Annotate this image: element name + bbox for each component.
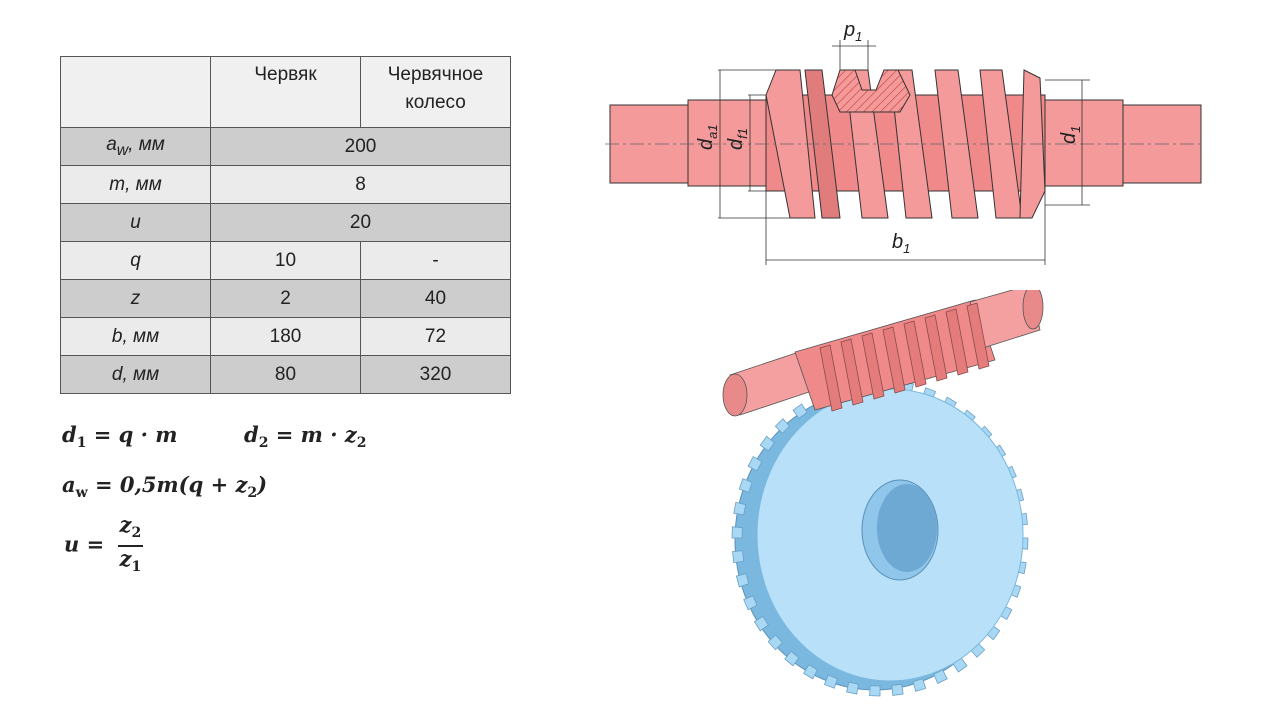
gear-tooth (735, 573, 750, 588)
gear-tooth (743, 595, 758, 611)
param-label: b, мм (60, 317, 211, 356)
label-df1: df1 (725, 128, 750, 150)
table-row-m: m, мм 8 (60, 165, 511, 204)
table-row-b: b, мм 180 72 (60, 317, 511, 356)
gear-tooth (731, 526, 743, 539)
param-label: aw, мм (60, 127, 211, 166)
gear-tooth (912, 678, 927, 692)
worm-thread (966, 302, 990, 370)
param-value: 20 (210, 203, 511, 242)
gear-tooth (774, 418, 791, 434)
gear-tooth (759, 435, 775, 452)
param-value-worm: 80 (210, 355, 361, 394)
gear-tooth (733, 501, 747, 516)
worm-thread (861, 332, 885, 400)
gear-tooth (933, 669, 948, 685)
worm-thread (819, 344, 843, 412)
table-row-q: q 10 - (60, 241, 511, 280)
param-value-worm: 10 (210, 241, 361, 280)
param-label: q (60, 241, 211, 280)
gear-tooth (753, 615, 769, 632)
param-label: z (60, 279, 211, 318)
header-cell-wheel: Червячное колесо (360, 56, 511, 128)
gear-tooth (803, 664, 818, 680)
label-d1: d1 (1058, 126, 1083, 144)
formula-u: u = z2 z1 (64, 512, 144, 576)
param-label: d, мм (60, 355, 211, 394)
fraction: z2 z1 (117, 512, 144, 576)
table-row-d: d, мм 80 320 (60, 355, 511, 394)
gear-tooth (891, 683, 904, 696)
worm-thread (903, 320, 927, 388)
label-p1: p1 (843, 19, 862, 44)
param-value-wheel: 320 (360, 355, 511, 394)
param-label: u (60, 203, 211, 242)
gear-tooth (869, 685, 881, 697)
table-row-z: z 2 40 (60, 279, 511, 318)
gear-tooth (767, 634, 783, 651)
param-value-wheel: 72 (360, 317, 511, 356)
param-label: m, мм (60, 165, 211, 204)
label-da1: da1 (695, 124, 720, 150)
parameters-table: Червяк Червячное колесо aw, мм 200 m, мм… (60, 56, 511, 394)
worm-thread (840, 338, 864, 406)
formula-d1: d1 = q · m (62, 422, 178, 452)
left-shaft-step (687, 99, 767, 187)
table-header-row: Червяк Червячное колесо (60, 56, 511, 128)
header-cell-worm: Червяк (210, 56, 361, 128)
worm-thread (945, 308, 969, 376)
param-value-worm: 180 (210, 317, 361, 356)
param-value: 8 (210, 165, 511, 204)
param-value-wheel: - (360, 241, 511, 280)
formula-d2: d2 = m · z2 (244, 422, 367, 452)
thread-section (831, 69, 911, 113)
table-row-u: u 20 (60, 203, 511, 242)
gear-tooth (784, 650, 800, 667)
gear-tooth (792, 403, 808, 419)
param-value-wheel: 40 (360, 279, 511, 318)
worm-thread (924, 314, 948, 382)
table-row-aw: aw, мм 200 (60, 127, 511, 166)
gear-tooth (732, 550, 745, 564)
worm-gear-3d-illustration (722, 290, 1044, 697)
worm-technical-drawing: p1 da1 df1 d1 b1 (605, 19, 1205, 265)
gear-tooth (747, 455, 763, 472)
gear-tooth (738, 478, 753, 493)
worm-thread (882, 326, 906, 394)
param-value-worm: 2 (210, 279, 361, 318)
formula-aw: aw = 0,5m(q + z2) (62, 472, 268, 502)
worm-3d-threads (819, 302, 990, 412)
dimension-lines (718, 40, 1090, 265)
gear-tooth (846, 681, 859, 695)
label-b1: b1 (892, 231, 910, 256)
wheel-bore-inner (877, 484, 937, 572)
header-cell-empty (60, 56, 211, 128)
right-shaft-step (1044, 99, 1124, 187)
gear-tooth (823, 674, 838, 689)
param-value: 200 (210, 127, 511, 166)
